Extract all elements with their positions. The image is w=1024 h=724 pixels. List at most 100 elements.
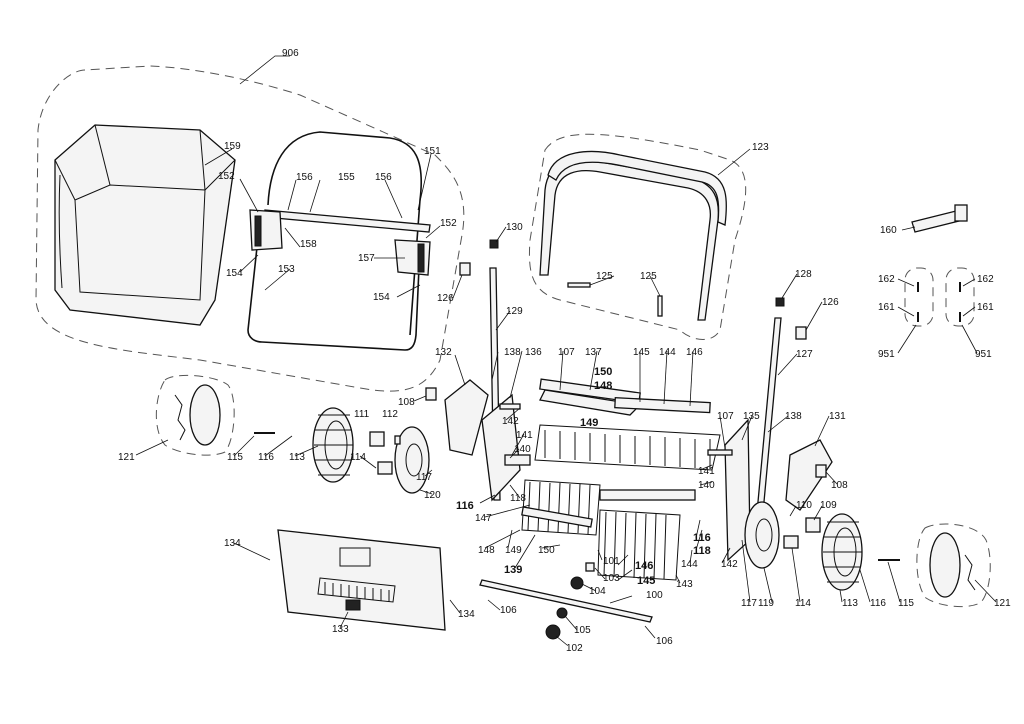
callout-116: 116 [693,532,711,544]
callout-125: 125 [640,271,657,282]
callout-146: 146 [635,560,653,572]
key-112 [394,435,401,445]
pin-125b [657,295,663,317]
clip-160 [911,204,968,233]
side-housing-131 [785,439,833,511]
bearing-109 [805,517,821,533]
callout-111: 111 [354,409,370,420]
callout-951: 951 [975,349,992,360]
gear-disc-119 [744,501,780,569]
bar-144 [614,396,711,414]
nut-104 [570,576,584,590]
pin-107a [499,403,521,410]
callout-121: 121 [994,598,1011,609]
callout-110: 110 [796,500,812,511]
handle-123 [539,150,727,321]
callout-128: 128 [795,269,812,280]
callout-148: 148 [478,545,495,556]
group-121-right-outline [916,523,991,608]
callout-106: 106 [500,605,517,616]
callout-951: 951 [878,349,895,360]
callout-144: 144 [681,559,698,570]
callout-156: 156 [375,172,392,183]
callout-161: 161 [878,302,895,313]
callout-138: 138 [785,411,802,422]
callout-148: 148 [594,380,612,392]
callout-162: 162 [878,274,895,285]
callout-127: 127 [796,349,813,360]
callout-109: 109 [820,500,837,511]
gear-disc-120 [394,426,430,494]
callout-144: 144 [659,347,676,358]
callout-107: 107 [558,347,575,358]
callout-140: 140 [698,480,715,491]
bolt-108a [425,387,437,401]
coupling-141 [504,454,531,466]
callout-158: 158 [300,239,317,250]
callout-103: 103 [603,573,620,584]
callout-135: 135 [743,411,760,422]
callout-117: 117 [741,598,757,609]
callout-114: 114 [795,598,811,609]
callout-114: 114 [350,452,366,463]
wheel-cover-121-right [929,532,976,598]
callout-120: 120 [424,490,441,501]
wheel-113-right [821,513,863,591]
callout-118: 118 [693,545,711,557]
callout-119: 119 [758,598,774,609]
callout-154: 154 [226,268,243,279]
callout-113: 113 [289,452,305,463]
callout-147: 147 [475,513,492,524]
callout-116: 116 [870,598,886,609]
callout-126: 126 [822,297,839,308]
callout-156: 156 [296,172,313,183]
callout-139: 139 [504,564,522,576]
callout-115: 115 [898,598,914,609]
group-121-left-outline [155,375,235,456]
knob-126b [795,326,807,340]
axle-100 [479,579,653,623]
callout-108: 108 [831,480,848,491]
callout-149: 149 [505,545,522,556]
grass-bag-159 [54,124,236,326]
callout-150: 150 [538,545,555,556]
callout-133: 133 [332,624,349,635]
callout-108: 108 [398,397,415,408]
side-plate-136 [481,393,521,502]
pin-125a [567,282,591,288]
wheel-cover-121-left [174,384,221,446]
callout-116: 116 [258,452,274,463]
callout-105: 105 [574,625,591,636]
callout-142: 142 [721,559,738,570]
callout-145: 145 [633,347,650,358]
callout-141: 141 [516,430,533,441]
callout-143: 143 [676,579,693,590]
callout-132: 132 [435,347,452,358]
callout-136: 136 [525,347,542,358]
callout-131: 131 [829,411,846,422]
callout-129: 129 [506,306,523,317]
callout-162: 162 [977,274,994,285]
bushing-114b [783,535,799,549]
bushing-114a [377,461,393,475]
knob-126a [459,262,471,276]
wheel-113-left [312,407,354,483]
callout-100: 100 [646,590,663,601]
callout-134: 134 [458,609,475,620]
callout-150: 150 [594,366,612,378]
callout-154: 154 [373,292,390,303]
callout-117: 117 [416,472,432,483]
callout-137: 137 [585,347,602,358]
group-951-left-outline [904,267,934,327]
callout-125: 125 [596,271,613,282]
pin-107b [707,449,733,456]
cap-128 [775,297,785,307]
callout-142: 142 [502,416,519,427]
callout-121: 121 [118,452,135,463]
callout-159: 159 [224,141,241,152]
callout-labels: 906 159 152 156 155 156 151 152 158 157 … [118,48,1011,654]
side-housing-132 [444,379,489,456]
knob-102 [545,624,561,640]
callout-130: 130 [506,222,523,233]
callout-152: 152 [440,218,457,229]
